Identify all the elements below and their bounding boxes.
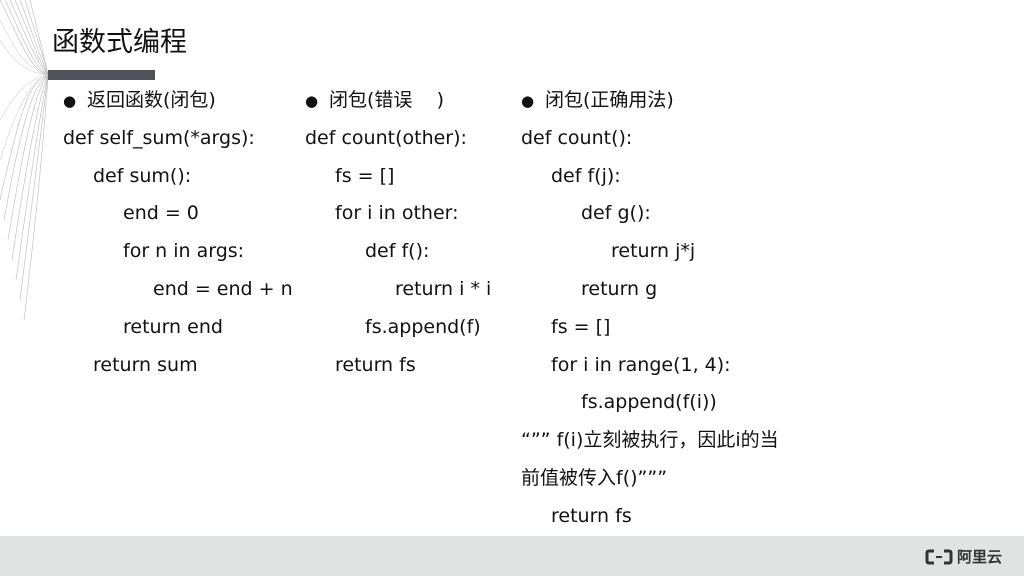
title-accent-bar [48,70,155,80]
heading-text: 闭包(错误 ) [329,89,444,111]
code-line: fs = [] [335,164,395,187]
bullet-heading: ● 闭包(正确用法) [521,82,779,120]
code-line: for i in range(1, 4): [551,353,731,376]
code-line: end = 0 [123,202,199,225]
bullet-icon: ● [305,92,319,110]
code-line: def g(): [581,202,651,225]
bullet-heading: ● 返回函数(闭包) [63,82,293,120]
heading-text: 闭包(正确用法) [545,89,674,111]
footer-bar: 阿里云 [0,536,1024,576]
code-line: def self_sum(*args): [63,126,255,149]
code-line: def f(): [365,240,430,263]
code-line: return fs [551,504,632,527]
code-line: def sum(): [93,164,192,187]
column-return-function: ● 返回函数(闭包) def self_sum(*args):def sum(): e… [63,82,293,384]
code-line: return end [123,315,223,338]
code-line: return sum [93,353,198,376]
logo-text: 阿里云 [956,548,1002,566]
bullet-icon: ● [521,92,535,110]
code-line: “”” f(i)立刻被执行，因此i的当 [521,429,779,452]
slide-title: 函数式编程 [52,27,187,58]
code-line: return fs [335,353,416,376]
code-line: fs.append(f) [365,315,481,338]
code-line: return g [581,277,658,300]
code-line: return j*j [611,240,696,263]
code-line: fs = [] [551,315,611,338]
code-line: fs.append(f(i)) [581,391,717,414]
column-closure-correct: ● 闭包(正确用法) def count(): def f(j): def g(): re… [521,82,779,536]
bullet-heading: ● 闭包(错误 ) [305,82,491,120]
bullet-icon: ● [63,92,77,110]
heading-text: 返回函数(闭包) [87,89,216,111]
aliyun-logo: 阿里云 [925,546,1002,567]
code-line: def count(): [521,126,633,149]
code-line: def count(other): [305,126,467,149]
aliyun-bracket-icon [925,549,953,564]
code-line: end = end + n [153,277,293,300]
code-line: for n in args: [123,240,245,263]
code-line: 前值被传入f()””” [521,466,668,489]
column-closure-wrong: ● 闭包(错误 ) def count(other): fs = [] for i in… [305,82,491,384]
code-line: def f(j): [551,164,621,187]
code-line: for i in other: [335,202,459,225]
code-line: return i * i [395,277,492,300]
decorative-swoosh [0,0,50,321]
